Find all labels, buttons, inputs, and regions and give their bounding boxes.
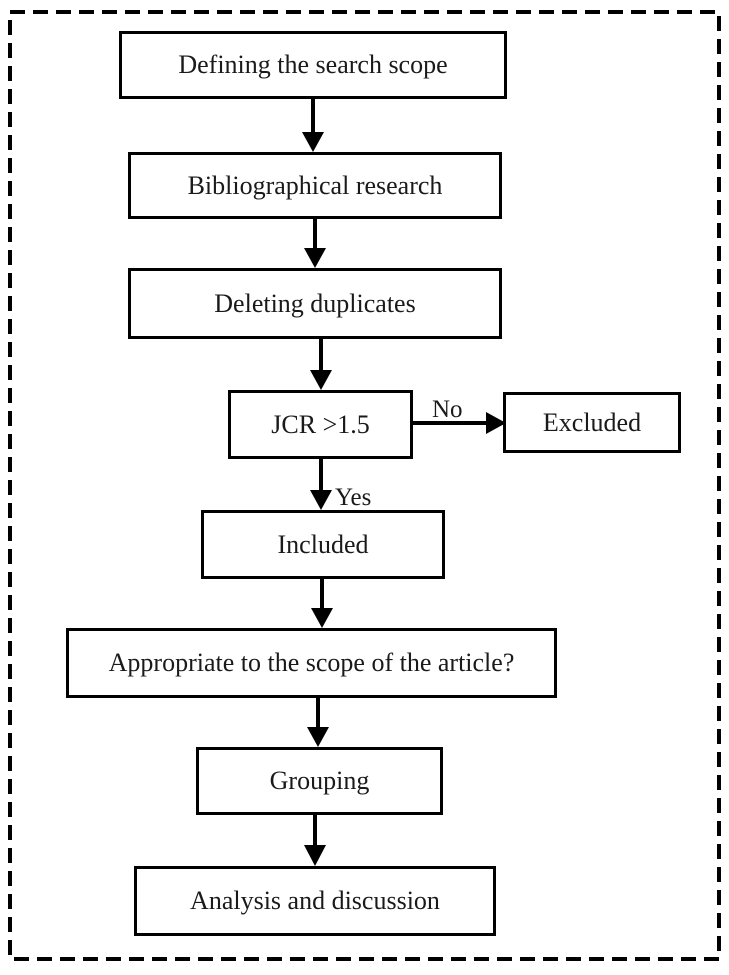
arrow-jcr-to-included bbox=[310, 459, 332, 510]
node-appropriate-scope: Appropriate to the scope of the article? bbox=[66, 628, 557, 698]
node-excluded: Excluded bbox=[503, 392, 681, 453]
edge-label-yes: Yes bbox=[335, 484, 372, 511]
node-deleting-duplicates: Deleting duplicates bbox=[128, 268, 502, 339]
arrow-defining-to-bibliographical bbox=[302, 99, 324, 152]
arrow-jcr-to-excluded bbox=[413, 412, 506, 434]
node-grouping: Grouping bbox=[196, 747, 443, 815]
node-analysis-discussion: Analysis and discussion bbox=[134, 866, 496, 936]
node-included: Included bbox=[201, 510, 445, 579]
node-bibliographical-research: Bibliographical research bbox=[128, 152, 502, 219]
arrow-included-to-appropriate bbox=[311, 579, 333, 628]
arrow-bibliographical-to-deleting bbox=[304, 219, 326, 268]
node-defining-search-scope: Defining the search scope bbox=[119, 31, 507, 99]
dashed-border bbox=[8, 10, 721, 961]
edge-label-no: No bbox=[432, 396, 463, 423]
arrow-grouping-to-analysis bbox=[304, 815, 326, 866]
node-jcr-decision: JCR >1.5 bbox=[228, 390, 413, 459]
arrow-deleting-to-jcr bbox=[310, 339, 332, 390]
arrow-appropriate-to-grouping bbox=[307, 698, 329, 747]
